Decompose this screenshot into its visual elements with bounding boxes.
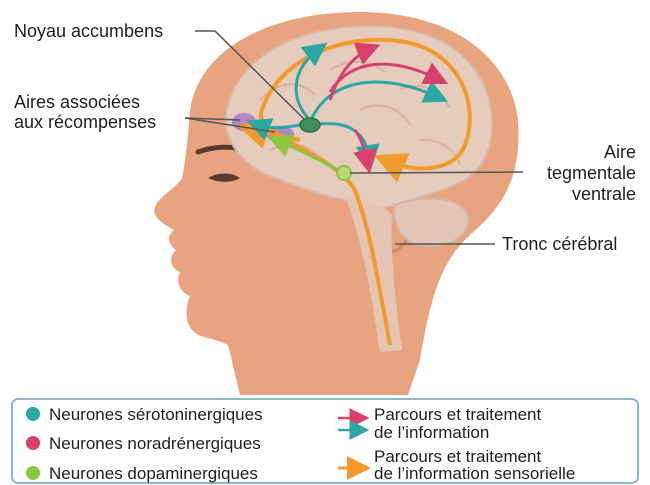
aire-tegmentale-dot: [337, 166, 351, 180]
legend-noradren: Neurones noradrénergiques: [49, 434, 261, 453]
cerebellum: [395, 198, 469, 246]
label-aire-line2: tegmentale: [547, 163, 636, 183]
label-aire-line3: ventrale: [572, 184, 636, 204]
label-aires-line2: aux récompenses: [14, 112, 156, 132]
green-dot-icon: [26, 466, 40, 480]
legend-parcours1-line1: Parcours et traitement: [374, 405, 542, 424]
legend-parcours2-line2: de l’information sensorielle: [374, 464, 575, 483]
pink-dot-icon: [26, 436, 40, 450]
legend: Neurones sérotoninergiques Neurones nora…: [12, 399, 638, 483]
legend-parcours1-line2: de l’information: [374, 423, 489, 442]
teal-dot-icon: [26, 407, 40, 421]
legend-serotonin: Neurones sérotoninergiques: [49, 405, 263, 424]
label-tronc-cerebral: Tronc cérébral: [502, 234, 617, 254]
label-aires-line1: Aires associées: [14, 92, 140, 112]
legend-dopamin: Neurones dopaminergiques: [49, 464, 258, 483]
label-aire-line1: Aire: [604, 142, 636, 162]
label-noyau-accumbens: Noyau accumbens: [14, 21, 163, 41]
noyau-accumbens-dot: [300, 118, 320, 132]
